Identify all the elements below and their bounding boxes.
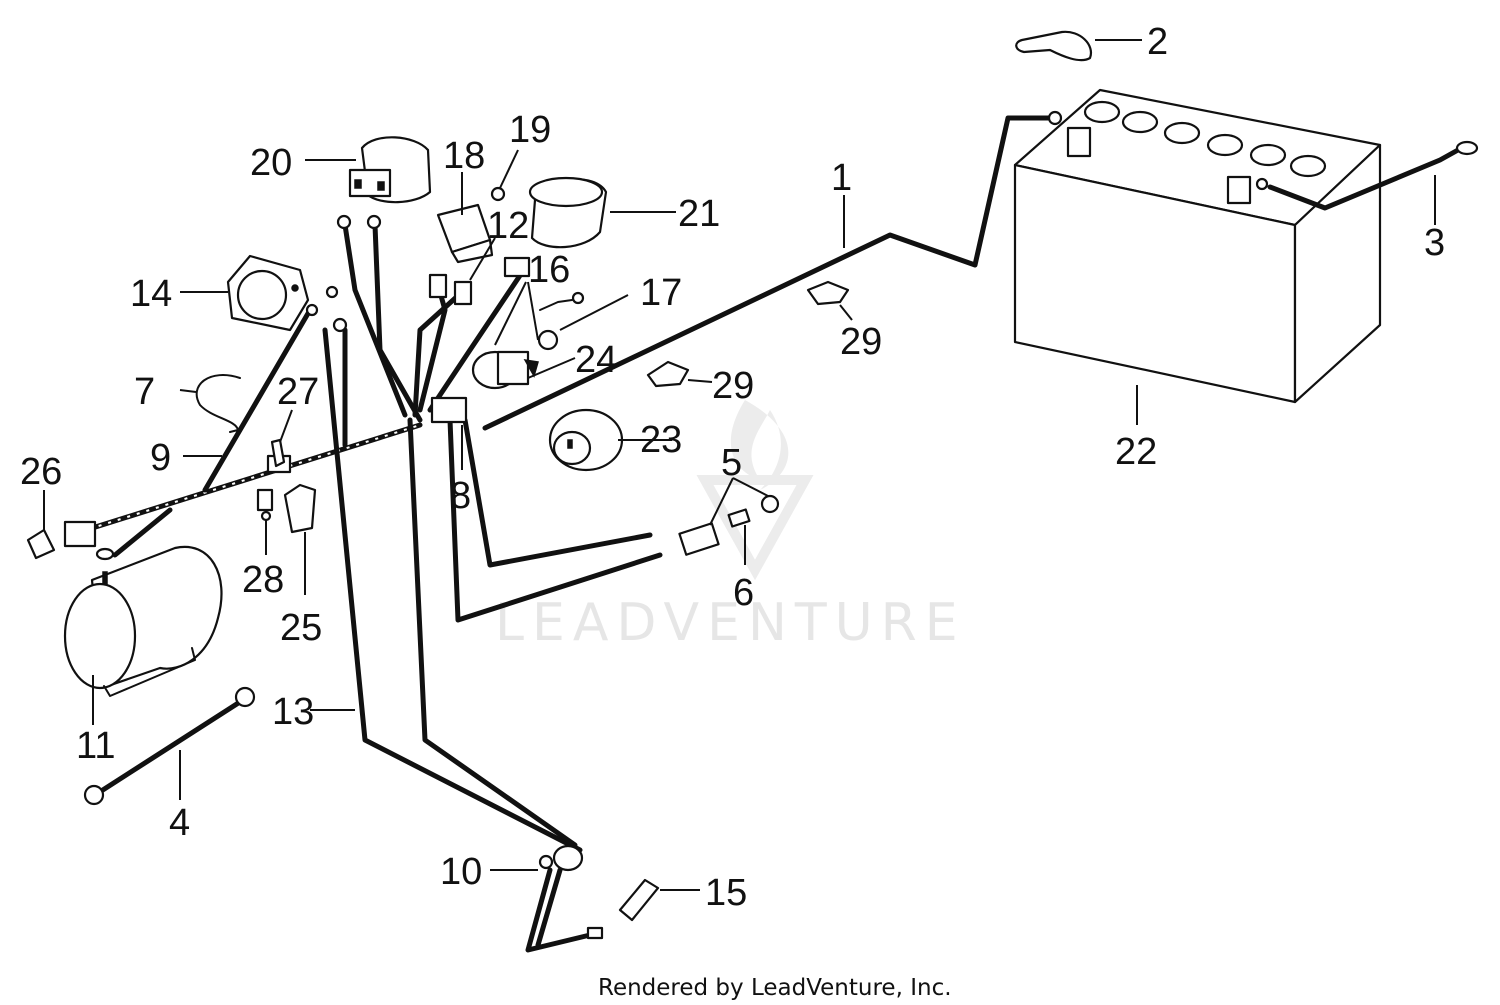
callout-23: 23 <box>640 419 682 461</box>
terminal-boot <box>1015 30 1093 62</box>
watermark: LEADVENTURE <box>495 400 966 653</box>
ground-strap <box>83 686 256 806</box>
wire-strap <box>195 374 241 433</box>
battery-cable-positive <box>482 110 1063 431</box>
connector-26 <box>26 520 97 560</box>
callout-16: 16 <box>528 249 570 291</box>
battery-cable-negative <box>1255 140 1479 211</box>
credit-line: Rendered by LeadVenture, Inc. <box>598 975 952 1001</box>
callout-27: 27 <box>277 371 319 413</box>
callout-19: 19 <box>509 109 551 151</box>
leader-lines <box>43 39 1436 891</box>
callout-1: 1 <box>831 157 852 199</box>
starter-motor <box>63 545 223 697</box>
callout-4: 4 <box>169 802 190 844</box>
callout-22: 22 <box>1115 431 1157 473</box>
callout-6: 6 <box>733 572 754 614</box>
watermark-text: LEADVENTURE <box>495 593 966 653</box>
callout-5: 5 <box>721 442 742 484</box>
harness-clip <box>270 438 286 468</box>
ammeter <box>226 254 310 332</box>
battery <box>1013 88 1382 404</box>
callout-21: 21 <box>678 193 720 235</box>
hour-meter <box>528 176 608 249</box>
wire-clamp <box>538 844 584 872</box>
wiring-harness <box>67 214 663 953</box>
callout-18: 18 <box>443 135 485 177</box>
callout-25: 25 <box>280 607 322 649</box>
inline-fuse <box>586 878 660 940</box>
power-outlet <box>548 408 624 472</box>
callout-20: 20 <box>250 142 292 184</box>
callout-29-lower: 29 <box>712 365 754 407</box>
gauge-20 <box>348 136 432 204</box>
callout-26: 26 <box>20 451 62 493</box>
callout-3: 3 <box>1424 222 1445 264</box>
callout-24: 24 <box>575 339 617 381</box>
callout-11: 11 <box>76 725 115 767</box>
callout-12: 12 <box>487 205 529 247</box>
fuse-holder <box>256 488 274 522</box>
callout-9: 9 <box>150 437 171 479</box>
cable-clip <box>646 360 690 388</box>
battery-caps <box>1083 100 1327 178</box>
ignition-switch <box>471 350 539 390</box>
callout-7: 7 <box>134 371 155 413</box>
fuse-assembly <box>678 494 780 556</box>
callout-29-upper: 29 <box>840 321 882 363</box>
callout-28: 28 <box>242 559 284 601</box>
callout-8: 8 <box>450 475 471 517</box>
callout-10: 10 <box>440 851 482 893</box>
voltage-regulator <box>283 483 317 534</box>
indicator-lamp <box>537 329 559 351</box>
callout-2: 2 <box>1147 21 1168 63</box>
callout-15: 15 <box>705 872 747 914</box>
callout-17: 17 <box>640 272 682 314</box>
callout-13: 13 <box>272 691 314 733</box>
toggle-switch <box>436 203 494 264</box>
callout-14: 14 <box>130 273 172 315</box>
callout-labels: 1 2 3 4 5 6 7 8 9 10 11 12 13 14 15 16 1… <box>20 21 1445 914</box>
nut <box>490 186 506 202</box>
cable-clip <box>806 280 850 306</box>
